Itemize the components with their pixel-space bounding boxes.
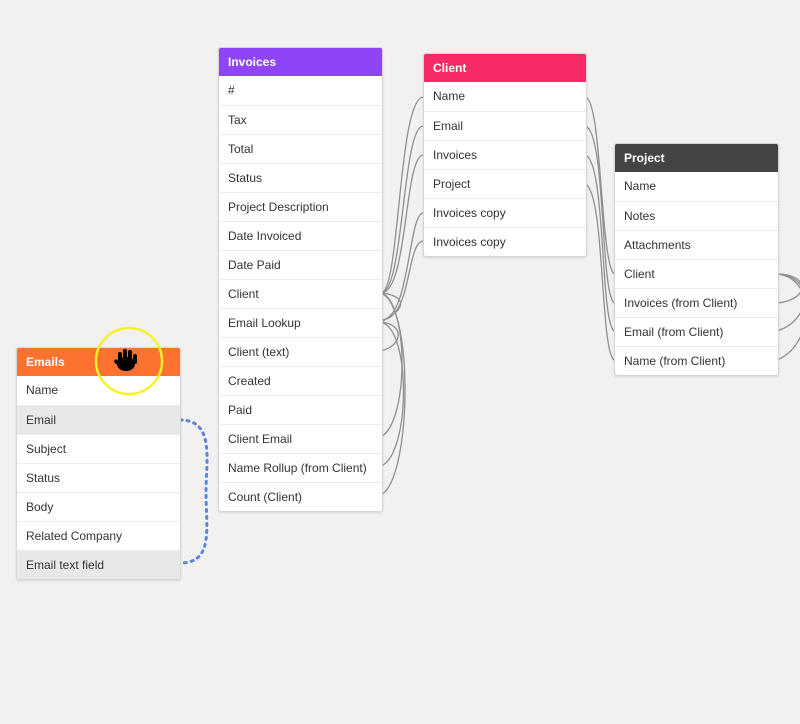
project-field[interactable]: Invoices (from Client) — [615, 288, 778, 317]
relationship-link — [380, 125, 424, 294]
relationship-link — [380, 154, 424, 294]
project-field[interactable]: Name — [624, 179, 657, 193]
invoices-field[interactable]: Client (text) — [219, 337, 382, 366]
relationship-link — [584, 154, 615, 332]
client-field[interactable]: Email — [424, 111, 586, 140]
relationship-link — [380, 292, 406, 496]
invoices-field[interactable]: Status — [219, 163, 382, 192]
project-field[interactable]: Name (from Client) — [615, 346, 778, 375]
grab-hand-icon — [94, 326, 164, 396]
emails-table-header[interactable]: Emails — [17, 348, 180, 376]
invoices-field[interactable]: Client Email — [219, 424, 382, 453]
invoices-field[interactable]: Date Invoiced — [219, 221, 382, 250]
emails-field[interactable]: Related Company — [17, 521, 180, 550]
project-field[interactable]: Notes — [615, 201, 778, 230]
project-field[interactable]: Attachments — [615, 230, 778, 259]
invoices-field[interactable]: # — [228, 83, 235, 97]
invoices-field[interactable]: Count (Client) — [219, 482, 382, 511]
relationship-link — [380, 212, 424, 321]
invoices-field[interactable]: Client — [219, 279, 382, 308]
relationship-link — [380, 96, 424, 294]
project-field[interactable]: Email (from Client) — [615, 317, 778, 346]
emails-field[interactable]: Email — [17, 405, 180, 434]
invoices-field[interactable]: Created — [219, 366, 382, 395]
emails-field[interactable]: Status — [17, 463, 180, 492]
relationship-link — [776, 273, 800, 361]
relationship-link — [776, 273, 800, 304]
client-field[interactable]: Invoices copy — [424, 227, 586, 256]
client-field[interactable]: Name — [433, 89, 466, 103]
project-field[interactable]: Client — [615, 259, 778, 288]
emails-field[interactable]: Email text field — [17, 550, 180, 579]
emails-field[interactable]: Name — [26, 383, 59, 397]
invoices-field[interactable]: Project Description — [219, 192, 382, 221]
emails-field[interactable]: Body — [17, 492, 180, 521]
invoices-field[interactable]: Date Paid — [219, 250, 382, 279]
relationship-link — [380, 321, 405, 467]
client-field[interactable]: Invoices — [424, 140, 586, 169]
relationship-link — [584, 183, 615, 361]
client-field[interactable]: Project — [424, 169, 586, 198]
invoices-table-header[interactable]: Invoices — [219, 48, 382, 76]
emails-field[interactable]: Subject — [17, 434, 180, 463]
relationship-link — [380, 292, 402, 323]
relationship-link — [380, 240, 424, 321]
invoices-field[interactable]: Paid — [219, 395, 382, 424]
client-table-header[interactable]: Client — [424, 54, 586, 82]
invoices-field[interactable]: Name Rollup (from Client) — [219, 453, 382, 482]
invoices-field[interactable]: Total — [219, 134, 382, 163]
invoices-field[interactable]: Email Lookup — [219, 308, 382, 337]
client-field[interactable]: Invoices copy — [424, 198, 586, 227]
invoices-field[interactable]: Tax — [219, 105, 382, 134]
project-table-header[interactable]: Project — [615, 144, 778, 172]
relationship-link — [584, 96, 615, 275]
emails-self-link — [178, 418, 209, 565]
relationship-link — [584, 125, 615, 304]
relationship-link — [380, 321, 399, 352]
